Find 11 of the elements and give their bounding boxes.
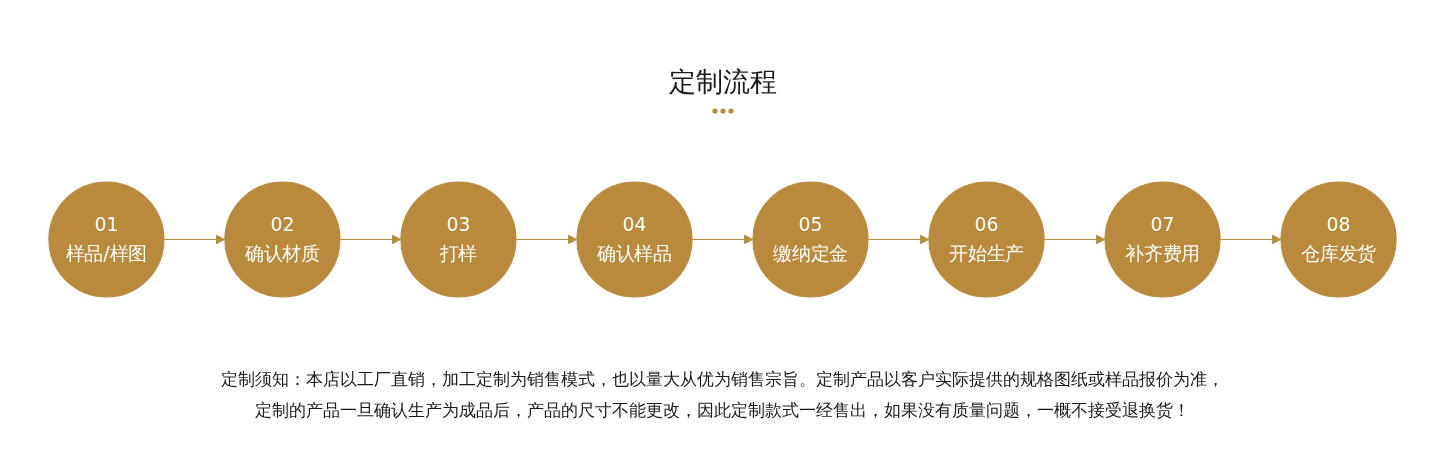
node-circle: 02 确认材质 xyxy=(224,181,341,298)
node-circle: 03 打样 xyxy=(400,181,517,298)
node-circle: 05 缴纳定金 xyxy=(752,181,869,298)
node-circle: 08 仓库发货 xyxy=(1280,181,1397,298)
node-circle: 06 开始生产 xyxy=(928,181,1045,298)
node-circle: 04 确认样品 xyxy=(576,181,693,298)
arrow xyxy=(163,234,226,245)
node-circle: 07 补齐费用 xyxy=(1104,181,1221,298)
node-circle: 01 样品/样图 xyxy=(48,181,165,298)
diagram-title: 定制流程 xyxy=(668,66,777,97)
note-text: 定制须知：本店以工厂直销，加工定制为销售模式，也以量大从优为销售宗旨。定制产品以客户实际提供的规格图纸或样品报价为准，定制的产品一旦确认生产为成品后，产品的尺寸不能更改，因此定制款式一经售出，如果没有质量问题，一概不接受退换货！ xyxy=(220,368,1225,422)
